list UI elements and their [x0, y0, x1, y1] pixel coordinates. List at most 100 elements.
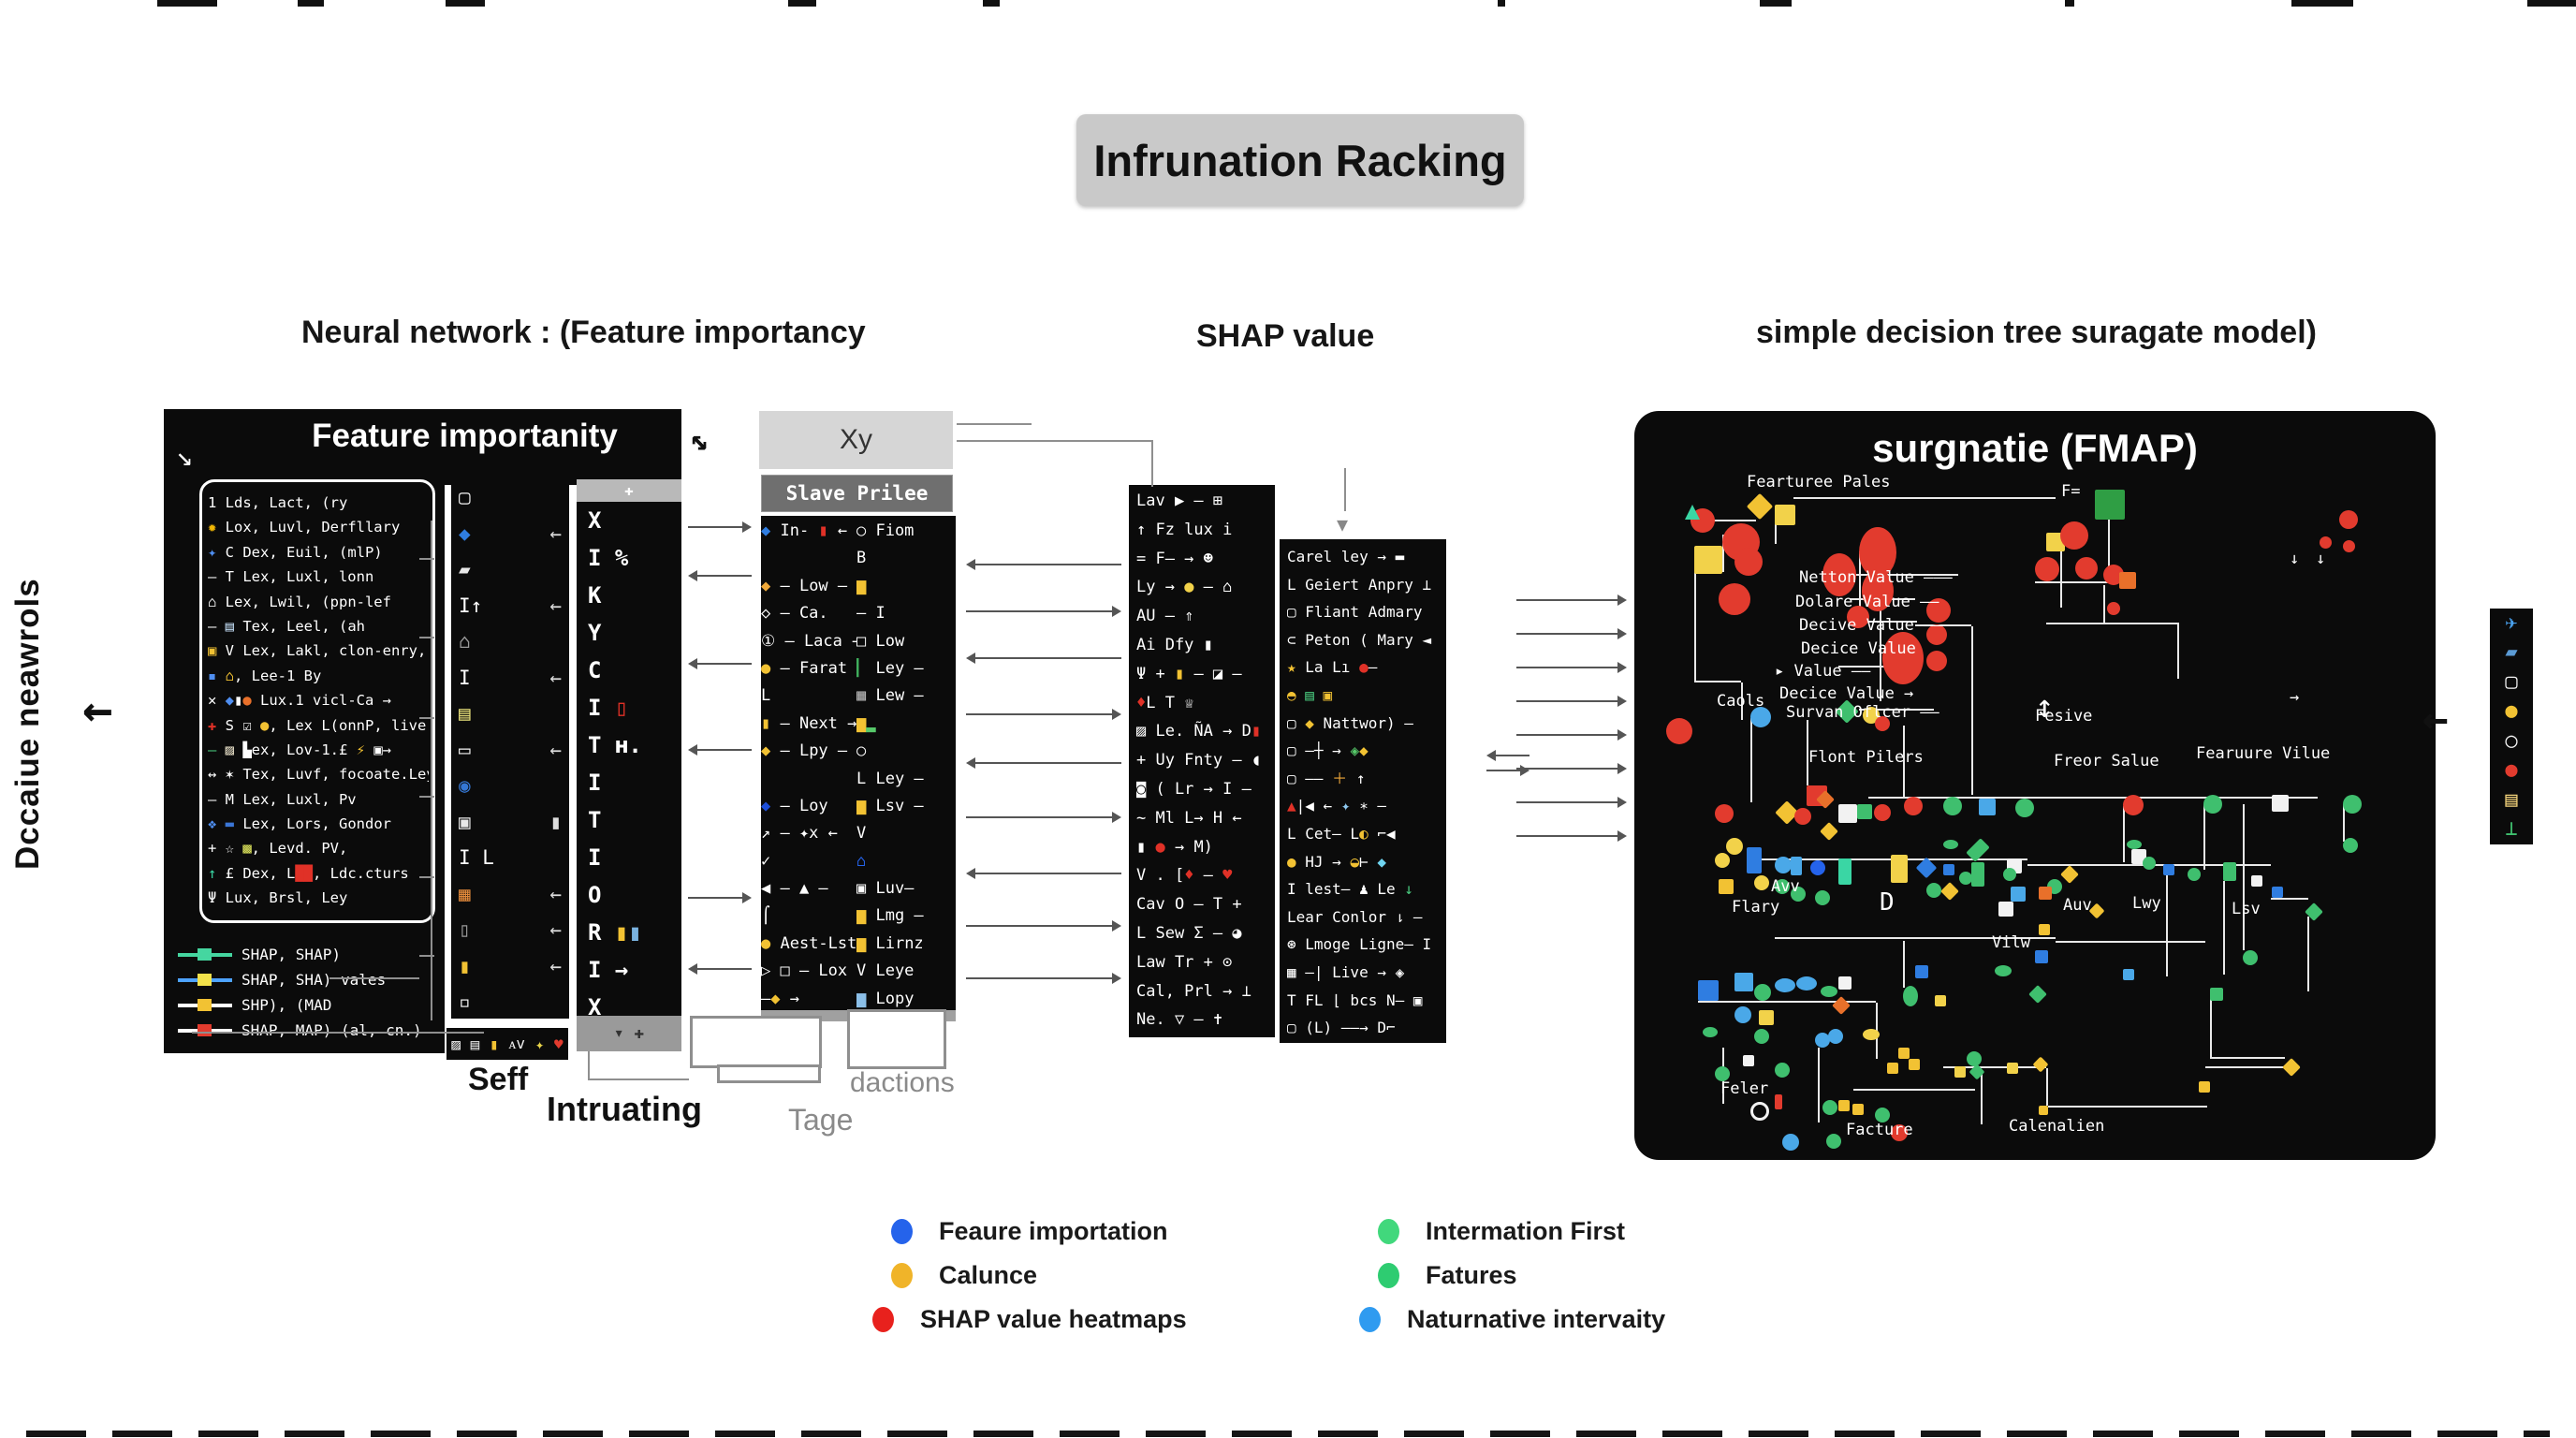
text-segment: ⌂	[856, 851, 867, 871]
connector-arrow	[1516, 729, 1627, 741]
edge-line	[2271, 898, 2308, 900]
text-segment: →	[780, 989, 799, 1008]
row: ~ Ml L→ H ←	[1136, 804, 1275, 833]
text-segment: I →	[588, 957, 629, 983]
node-c	[1926, 598, 1951, 623]
text-segment: ✕	[208, 692, 226, 710]
row: AU — ⇑	[1136, 602, 1275, 631]
connector-arrow	[688, 521, 752, 533]
row: K	[577, 577, 681, 614]
text-segment: ▷ □ – Lox	[761, 961, 848, 981]
row: V . [♦ — ♥	[1136, 861, 1275, 890]
mid-row: ◆ – Lpy — →○	[761, 738, 956, 765]
node-s	[2039, 924, 2050, 935]
surrogate-label: Auv	[2063, 896, 2092, 915]
text-segment: Ai Dfy ▮	[1136, 635, 1213, 654]
node-e	[1862, 570, 1894, 611]
text-segment: ◆	[770, 989, 781, 1008]
row: I %	[577, 539, 681, 577]
text-segment: ◆	[761, 796, 781, 815]
text-segment: ●	[1155, 837, 1165, 857]
text-segment: ⊛ Lmoge Ligne– I	[1287, 935, 1432, 954]
row: – ▤ Tex, Leel, (ah	[208, 614, 429, 638]
surrogate-label: Flary	[1732, 898, 1780, 917]
surrogate-label: F=	[2061, 482, 2081, 501]
surrogate-label: →	[2290, 688, 2300, 707]
edge-line	[1722, 535, 1724, 572]
row: Ne. ▽ — ✝	[1136, 1005, 1275, 1034]
node-c	[1815, 1033, 1830, 1048]
surrogate-label: Flont Pilers	[1808, 748, 1924, 767]
mid-row: ◀ – ▲ —▣ Luv—	[761, 875, 956, 902]
tage-box-a	[690, 1016, 822, 1068]
connector-arrow	[688, 744, 752, 756]
row: = F— → ☻	[1136, 545, 1275, 574]
text-segment: ←	[827, 521, 848, 540]
node-s	[1971, 862, 1984, 887]
bottom-legend-item: Feaure importation	[891, 1217, 1168, 1246]
text-segment: Nattwor) —	[1313, 713, 1413, 732]
icon-row: I↑←	[459, 594, 562, 617]
edge-line	[2035, 581, 2110, 583]
node-e	[1863, 1029, 1880, 1040]
text-segment: ♥	[554, 1034, 564, 1053]
edge-line	[1903, 941, 1905, 988]
node-s	[2007, 1063, 2018, 1074]
node-c	[1826, 1134, 1841, 1149]
helper-line	[419, 796, 434, 798]
edge-line	[1838, 666, 1895, 668]
edge-line	[1880, 608, 1881, 701]
edge-line	[2205, 1066, 2290, 1068]
text-segment: ▢ —┼ →	[1287, 741, 1351, 760]
text-segment: AU — ⇑	[1136, 607, 1194, 626]
node-s	[2035, 950, 2048, 963]
row: L Cet– L◐ ⌐◀	[1287, 820, 1446, 848]
text-segment: R	[588, 919, 615, 946]
icon-row: ⌂	[459, 630, 471, 653]
row: ▢ Fliant Admary	[1287, 598, 1446, 626]
edge-line	[1868, 797, 2318, 799]
surrogate-label: Caols	[1717, 692, 1765, 711]
down-arrow-icon: ▼	[1337, 513, 1349, 536]
edge-line	[1859, 551, 1861, 608]
row: ↑ Fz lux i	[1136, 516, 1275, 545]
node-c	[1775, 1063, 1790, 1078]
node-c	[1715, 804, 1734, 823]
node-d	[2028, 985, 2047, 1004]
row: O	[577, 876, 681, 914]
connector-arrow	[1486, 765, 1530, 776]
edge-line	[1690, 520, 1756, 521]
node-s	[1943, 864, 1954, 875]
text-segment: In-	[780, 521, 819, 540]
surrogate-label: Facture	[1846, 1121, 1913, 1139]
node-c	[1791, 887, 1806, 902]
text-segment: ▮	[818, 521, 828, 540]
text-segment: Lmg —	[875, 906, 924, 926]
row: R ▮▮	[577, 914, 681, 951]
text-segment: = F— → ☻	[1136, 549, 1213, 568]
text-segment: ◆	[761, 521, 781, 540]
surrogate-label: Avv	[1771, 877, 1800, 896]
text-segment: Ne. ▽ — ✝	[1136, 1010, 1223, 1030]
icon-row: ▯←	[459, 918, 562, 942]
text-segment: I	[588, 844, 602, 871]
text-segment: Ly →	[1136, 578, 1185, 597]
text-segment: ▎	[856, 658, 867, 678]
node-c	[1875, 1108, 1890, 1123]
node-s	[1887, 1063, 1898, 1074]
node-c	[2243, 950, 2258, 965]
feature-panel-title: Feature importanity	[312, 418, 618, 454]
text-segment: ✦	[208, 543, 226, 561]
node-e	[1859, 527, 1896, 578]
node-s	[1838, 1100, 1850, 1111]
row: ▪ ⌂, Lee-1 By	[208, 664, 429, 688]
connector-arrow	[688, 570, 752, 581]
text-segment: O	[588, 882, 602, 908]
text-segment: ᴀv	[508, 1034, 525, 1052]
header-neural-network: Neural network : (Feature importancy	[301, 315, 866, 350]
node-c	[2320, 536, 2332, 549]
mid-row: ◆ In- ▮ ←○ Fiom	[761, 518, 956, 545]
icon-row: ▰	[459, 558, 471, 581]
text-segment: – Loy	[780, 796, 828, 815]
